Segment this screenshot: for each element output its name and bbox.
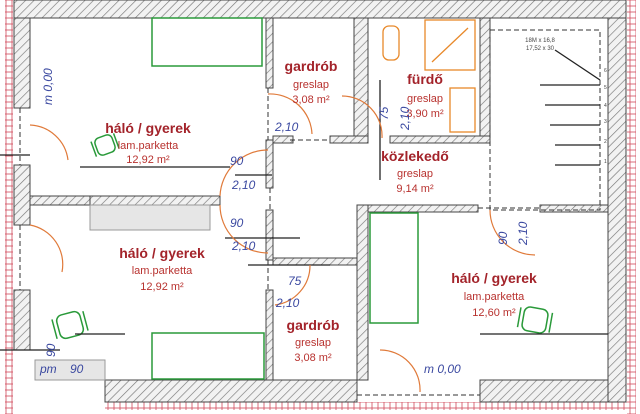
door-width: 90 [496,231,510,245]
stair-step: 4 [604,103,607,109]
door-height: 2,10 [231,178,256,192]
room-halo-bottom-left: háló / gyerek lam.parketta 12,92 m² [119,245,205,293]
room-area: 9,14 m² [396,183,434,195]
room-kozlekedo: közlekedő greslap 9,14 m² [381,148,449,195]
brick-strip-left [5,0,13,414]
window-width: 90 [44,343,58,357]
room-name: háló / gyerek [105,120,191,136]
bed-right [369,212,419,324]
walls [13,0,627,403]
sanitary [382,19,476,133]
door-height: 2,10 [516,221,530,246]
door-height: 2,10 [231,239,256,253]
room-gardrob-bottom: gardrób greslap 3,08 m² [287,317,340,364]
furniture [51,17,608,380]
room-name: közlekedő [381,148,449,164]
door-width: 75 [288,274,302,288]
doors [29,93,536,393]
door-height: 2,10 [398,106,412,131]
room-area: 12,92 m² [126,154,170,166]
staircase: 18M x 16,8 17,52 x 30 1 2 3 4 5 6 [489,29,607,211]
brick-strip-bottom [105,402,635,410]
room-furdo: fürdő greslap 3,90 m² [406,71,444,120]
room-area: 12,92 m² [140,281,184,293]
chair-icon [516,306,554,334]
stair-step: 2 [604,139,607,145]
room-area: 12,60 m² [472,307,516,319]
room-floor: lam.parketta [464,291,525,303]
room-name: háló / gyerek [119,245,205,261]
room-floor: greslap [397,168,433,180]
room-floor: greslap [295,337,331,349]
bed-top-left [151,17,263,67]
level-label: m 0,00 [41,68,55,105]
parapet-label: pm [39,362,57,376]
room-name: gardrób [285,58,338,74]
room-name: háló / gyerek [451,270,537,286]
stair-step: 1 [604,159,607,165]
chair-icon [90,133,120,157]
dimension-labels: m 0,00 m 0,00 90 2,10 90 2,10 2,10 75 2,… [39,68,530,376]
stair-label-2: 17,52 x 30 [526,46,555,52]
room-area: 3,08 m² [294,352,332,364]
brick-strip-right [627,0,636,414]
room-halo-right: háló / gyerek lam.parketta 12,60 m² [451,270,537,319]
toilet-icon [382,25,400,61]
room-floor: lam.parketta [132,265,193,277]
door-height: 2,10 [275,296,300,310]
interior-lines [0,80,540,396]
room-area: 3,90 m² [406,108,444,120]
stair-step: 6 [604,68,607,74]
room-floor: lam.parketta [118,140,179,152]
stair-label-1: 18M x 16,8 [525,38,555,44]
room-name: gardrób [287,317,340,333]
stair-step: 3 [604,119,607,125]
door-width: 75 [377,106,391,120]
room-halo-top-left: háló / gyerek lam.parketta 12,92 m² [105,120,191,166]
room-area: 3,08 m² [292,94,330,106]
stair-step: 5 [604,85,607,91]
room-name: fürdő [407,71,443,87]
window-width: 90 [70,362,84,376]
room-floor: greslap [293,79,329,91]
door-height: 2,10 [274,120,299,134]
room-gardrob-top: gardrób greslap 3,08 m² [285,58,338,106]
room-floor: greslap [407,93,443,105]
door-width: 90 [230,154,244,168]
shower-icon [424,19,476,71]
door-width: 90 [230,216,244,230]
level-label: m 0,00 [424,362,461,376]
chair-icon [51,310,89,340]
sink-icon [449,87,476,133]
bed-bottom-left [151,332,265,380]
